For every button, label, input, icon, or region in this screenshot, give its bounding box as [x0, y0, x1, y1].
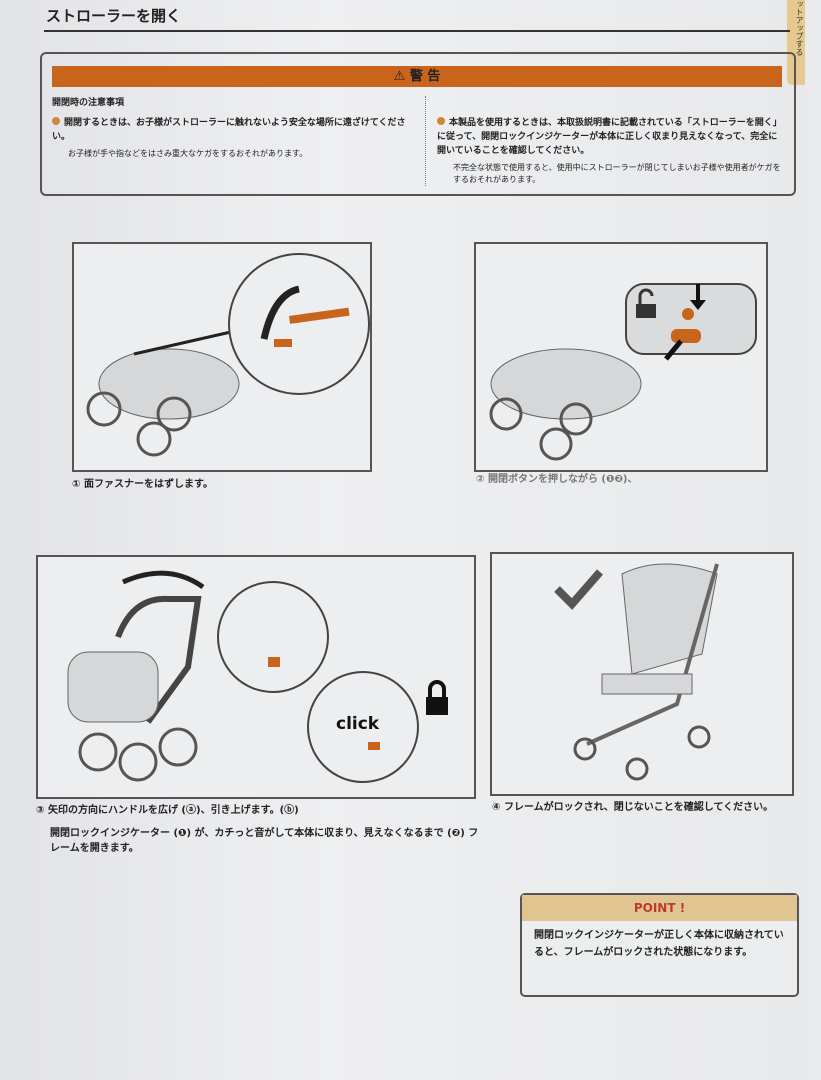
figure-step-3: click	[36, 555, 476, 799]
warning-right-main: 本製品を使用するときは、本取扱説明書に記載されている「ストローラーを開く」に従っ…	[437, 118, 782, 156]
folded-stroller-illustration	[86, 253, 370, 457]
figure-step-1	[72, 242, 372, 472]
checkmark-icon	[554, 569, 604, 610]
warning-left: 開閉時の注意事項 開閉するときは、お子様がストローラーに触れないよう安全な場所に…	[52, 96, 417, 160]
bullet-icon	[52, 117, 60, 125]
step-2-caption: ② 開閉ボタンを押しながら (❶❷)、	[476, 474, 638, 485]
step-1-caption: ① 面ファスナーをはずします。	[72, 479, 213, 490]
figure-step-2	[474, 242, 768, 472]
warning-right-note: 不完全な状態で使用すると、使用中にストローラーが閉じてしまいお子様や使用者がケガ…	[453, 163, 781, 184]
click-label: click	[336, 714, 380, 734]
warning-left-main: 開閉するときは、お子様がストローラーに触れないよう安全な場所に遠ざけてください。	[52, 118, 406, 142]
warning-divider	[425, 96, 426, 186]
warning-right: 本製品を使用するときは、本取扱説明書に記載されている「ストローラーを開く」に従っ…	[437, 116, 782, 186]
warning-triangle-icon: ⚠	[393, 69, 406, 84]
warning-left-note: お子様が手や指などをはさみ重大なケガをするおそれがあります。	[68, 149, 308, 158]
open-stroller-illustration	[554, 563, 719, 781]
warning-header: ⚠ 警 告	[52, 66, 782, 87]
warning-header-text: 警 告	[409, 69, 441, 84]
step-4-caption: ④ フレームがロックされ、閉じないことを確認してください。	[492, 802, 774, 813]
opening-stroller-illustration: click	[67, 570, 448, 783]
step-3-caption: ③ 矢印の方向にハンドルを広げ (ⓐ)、引き上げます。(ⓑ)	[36, 805, 299, 816]
button-press-illustration	[489, 283, 757, 461]
figure-step-4	[490, 552, 794, 796]
side-tab: ットアップする	[787, 0, 805, 85]
title-rule	[44, 30, 790, 32]
page-title: ストローラーを開く	[46, 7, 182, 25]
point-box: POINT ! 開閉ロックインジケーターが正しく本体に収納されていると、フレーム…	[520, 893, 799, 997]
bullet-icon	[437, 117, 445, 125]
warning-box: ⚠ 警 告 開閉時の注意事項 開閉するときは、お子様がストローラーに触れないよう…	[40, 52, 796, 196]
point-header: POINT !	[522, 895, 797, 921]
point-body: 開閉ロックインジケーターが正しく本体に収納されていると、フレームがロックされた状…	[534, 930, 784, 958]
warning-left-heading: 開閉時の注意事項	[52, 98, 125, 108]
step-3-detail: 開閉ロックインジケーター (❶) が、カチっと音がして本体に収まり、見えなくなる…	[50, 828, 479, 854]
